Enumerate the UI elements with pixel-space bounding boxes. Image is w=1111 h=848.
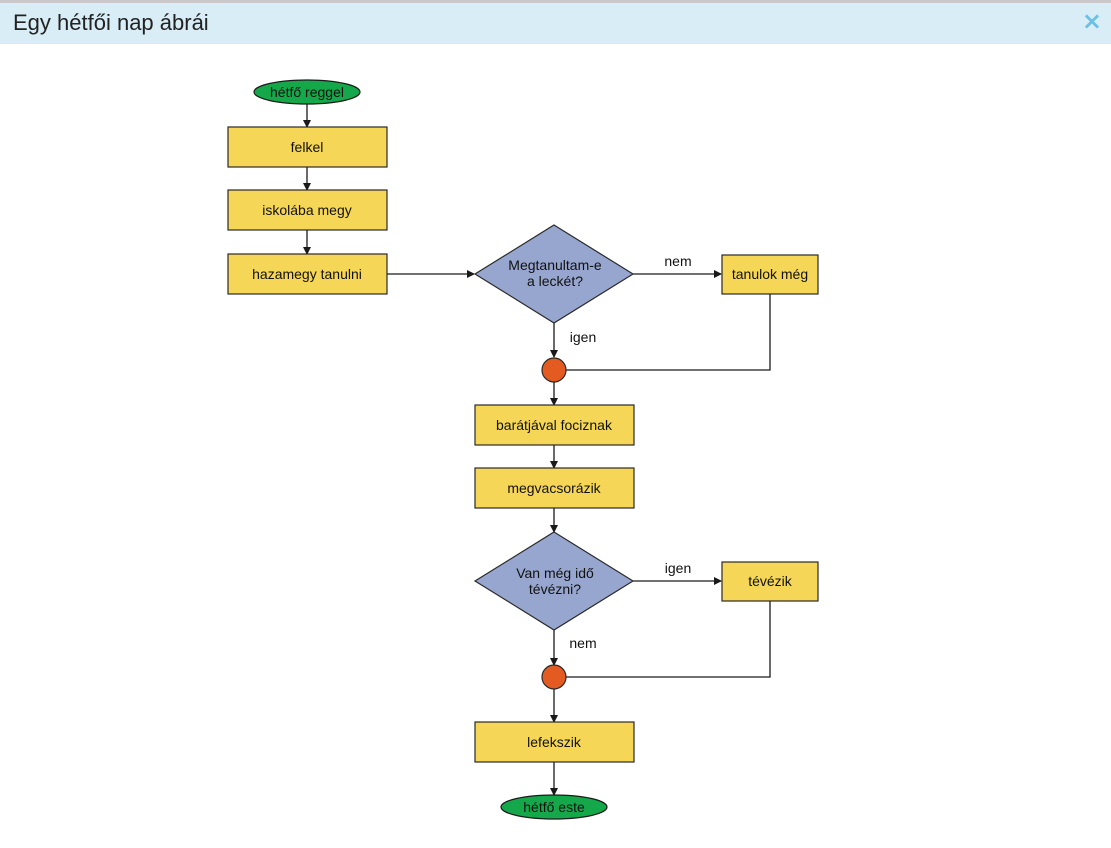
dialog-titlebar: Egy hétfői nap ábrái ×: [0, 0, 1111, 44]
process-felkel: felkel: [227, 126, 388, 168]
decision-van-meg-ido: Van még idő tévézni?: [473, 531, 635, 631]
process-fociznak-label: barátjával fociznak: [496, 417, 613, 433]
join-connector-1: [541, 357, 567, 383]
process-felkel-label: felkel: [291, 139, 324, 155]
decision-1-line2: a leckét?: [527, 273, 583, 289]
start-terminal: hétfő reggel: [253, 79, 361, 105]
process-lefekszik-label: lefekszik: [527, 734, 582, 750]
end-label: hétfő este: [523, 799, 585, 815]
process-tevezik: tévézik: [721, 561, 819, 602]
line-branch2-return: [566, 601, 771, 678]
process-iskolaba-megy-label: iskolába megy: [262, 202, 352, 218]
process-tanulok-meg: tanulok még: [721, 254, 819, 295]
process-tanulok-meg-label: tanulok még: [732, 266, 808, 282]
decision-2-line1: Van még idő: [516, 565, 594, 581]
process-lefekszik: lefekszik: [474, 721, 635, 763]
join-connector-2: [541, 664, 567, 690]
decision-megtanultam: Megtanultam-e a leckét?: [473, 224, 635, 324]
end-terminal: hétfő este: [500, 794, 608, 820]
process-hazamegy-tanulni-label: hazamegy tanulni: [252, 266, 362, 282]
process-megvacsorazik: megvacsorázik: [474, 467, 635, 509]
decision-2-no-label: nem: [569, 635, 596, 651]
decision-2-line2: tévézni?: [529, 581, 581, 597]
line-branch1-return: [566, 294, 771, 371]
process-megvacsorazik-label: megvacsorázik: [507, 480, 601, 496]
decision-1-yes-label: igen: [570, 329, 596, 345]
decision-1-no-label: nem: [664, 253, 691, 269]
start-label: hétfő reggel: [270, 84, 344, 100]
close-icon[interactable]: ×: [1081, 7, 1102, 35]
process-hazamegy-tanulni: hazamegy tanulni: [227, 253, 388, 295]
process-fociznak: barátjával fociznak: [474, 404, 635, 446]
decision-2-yes-label: igen: [665, 560, 691, 576]
process-tevezik-label: tévézik: [748, 573, 793, 589]
decision-1-line1: Megtanultam-e: [508, 257, 602, 273]
dialog-title: Egy hétfői nap ábrái: [13, 10, 209, 35]
process-iskolaba-megy: iskolába megy: [227, 189, 388, 231]
